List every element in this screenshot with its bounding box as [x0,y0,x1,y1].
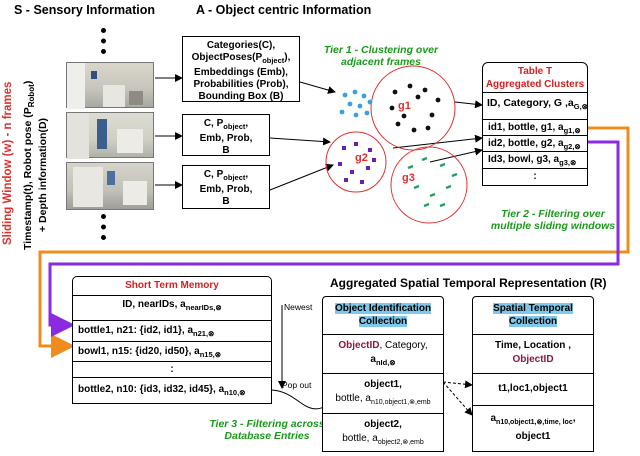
link-object-temporal [442,380,473,389]
table-row: an10,object1,⊗,time, loc, object1 [473,405,593,451]
arrow-attr3-cluster [269,163,334,191]
list-item: : [73,361,271,377]
table-row: : [483,168,587,185]
stm-header: ID, nearIDs, anearIDs,⊗ [122,299,222,312]
arrow-attr2-cluster [269,137,331,146]
list-item: bottle1, n21: {id2, id1}, an21,⊗ [73,320,271,341]
cluster-g3-circle [390,146,468,224]
g2-points [338,142,376,184]
table-row: object1, bottle, an10,object1,⊗,emb [323,373,443,413]
r-title: Aggregated Spatial Temporal Representati… [330,276,607,290]
sensor-frame-3 [66,162,154,210]
list-item: bowl1, n15: {id20, id50}, an15,⊗ [73,341,271,361]
stm-title: Short Term Memory [73,277,271,296]
table-row: object2, bottle, aobject2,⊗,emb [323,413,443,451]
cluster-g1-circle [370,65,456,151]
table-row: Id3, bowl, g3, ag3,⊗ [483,151,587,168]
cluster-g2-label: g2 [355,152,368,164]
attribute-box-frame2: C, Pobject, Emb, Prob, B [182,114,270,156]
oic-header: ObjectID, Category, anId,⊗ [338,340,428,367]
sensory-title: S - Sensory Information [14,3,155,17]
list-item: bottle2, n10: {id3, id32, id45}, an10,⊗ [73,377,271,403]
frames-ellipsis-bottom [101,214,111,240]
object-centric-title: A - Object centric Information [196,3,372,17]
attribute-box-frame1: Categories(C), ObjectPoses(Pobject), Emb… [182,36,300,102]
g3-points [407,156,458,208]
attribute-box-frame3: C, Pobject, Emb, Prob, B [182,165,270,209]
depth-label: + Depth information(D) [37,117,49,232]
cluster-g1-label: g1 [398,100,411,112]
table-t-header: ID, Category, G ,aG,⊗ [487,97,588,112]
table-row: id2, bottle, g2, ag2,⊗ [483,135,587,151]
sensor-axis-label: Timestamp(t), Robot pose (PRobot) [22,80,37,250]
short-term-memory: Short Term Memory ID, nearIDs, anearIDs,… [72,276,272,404]
stc-header: Time, Location , ObjectID [495,340,571,365]
newest-label: Newest [284,302,313,312]
arrow-g2-table [392,134,483,149]
arrow-attr1-cluster [299,81,336,94]
table-row: t1,loc1,object1 [473,373,593,405]
arrow-g3-table [429,147,483,163]
cluster-g3-label: g3 [402,172,415,184]
pop-out-label: Pop out [282,380,312,390]
orange-connector [38,126,630,358]
arrow-g1-table [454,100,483,109]
sensor-frame-1 [66,62,154,109]
frames-ellipsis-top [101,28,111,54]
g1-points [389,83,441,133]
sensor-frame-2 [66,112,154,159]
blue-points [339,89,373,118]
sliding-window-label: Sliding Window (w) - n frames [2,81,14,245]
cluster-g2-circle [325,131,387,193]
purple-connector [48,140,620,337]
table-row: id1, bottle, g1, ag1,⊗ [483,119,587,135]
link-object-temporal-2 [442,381,473,416]
